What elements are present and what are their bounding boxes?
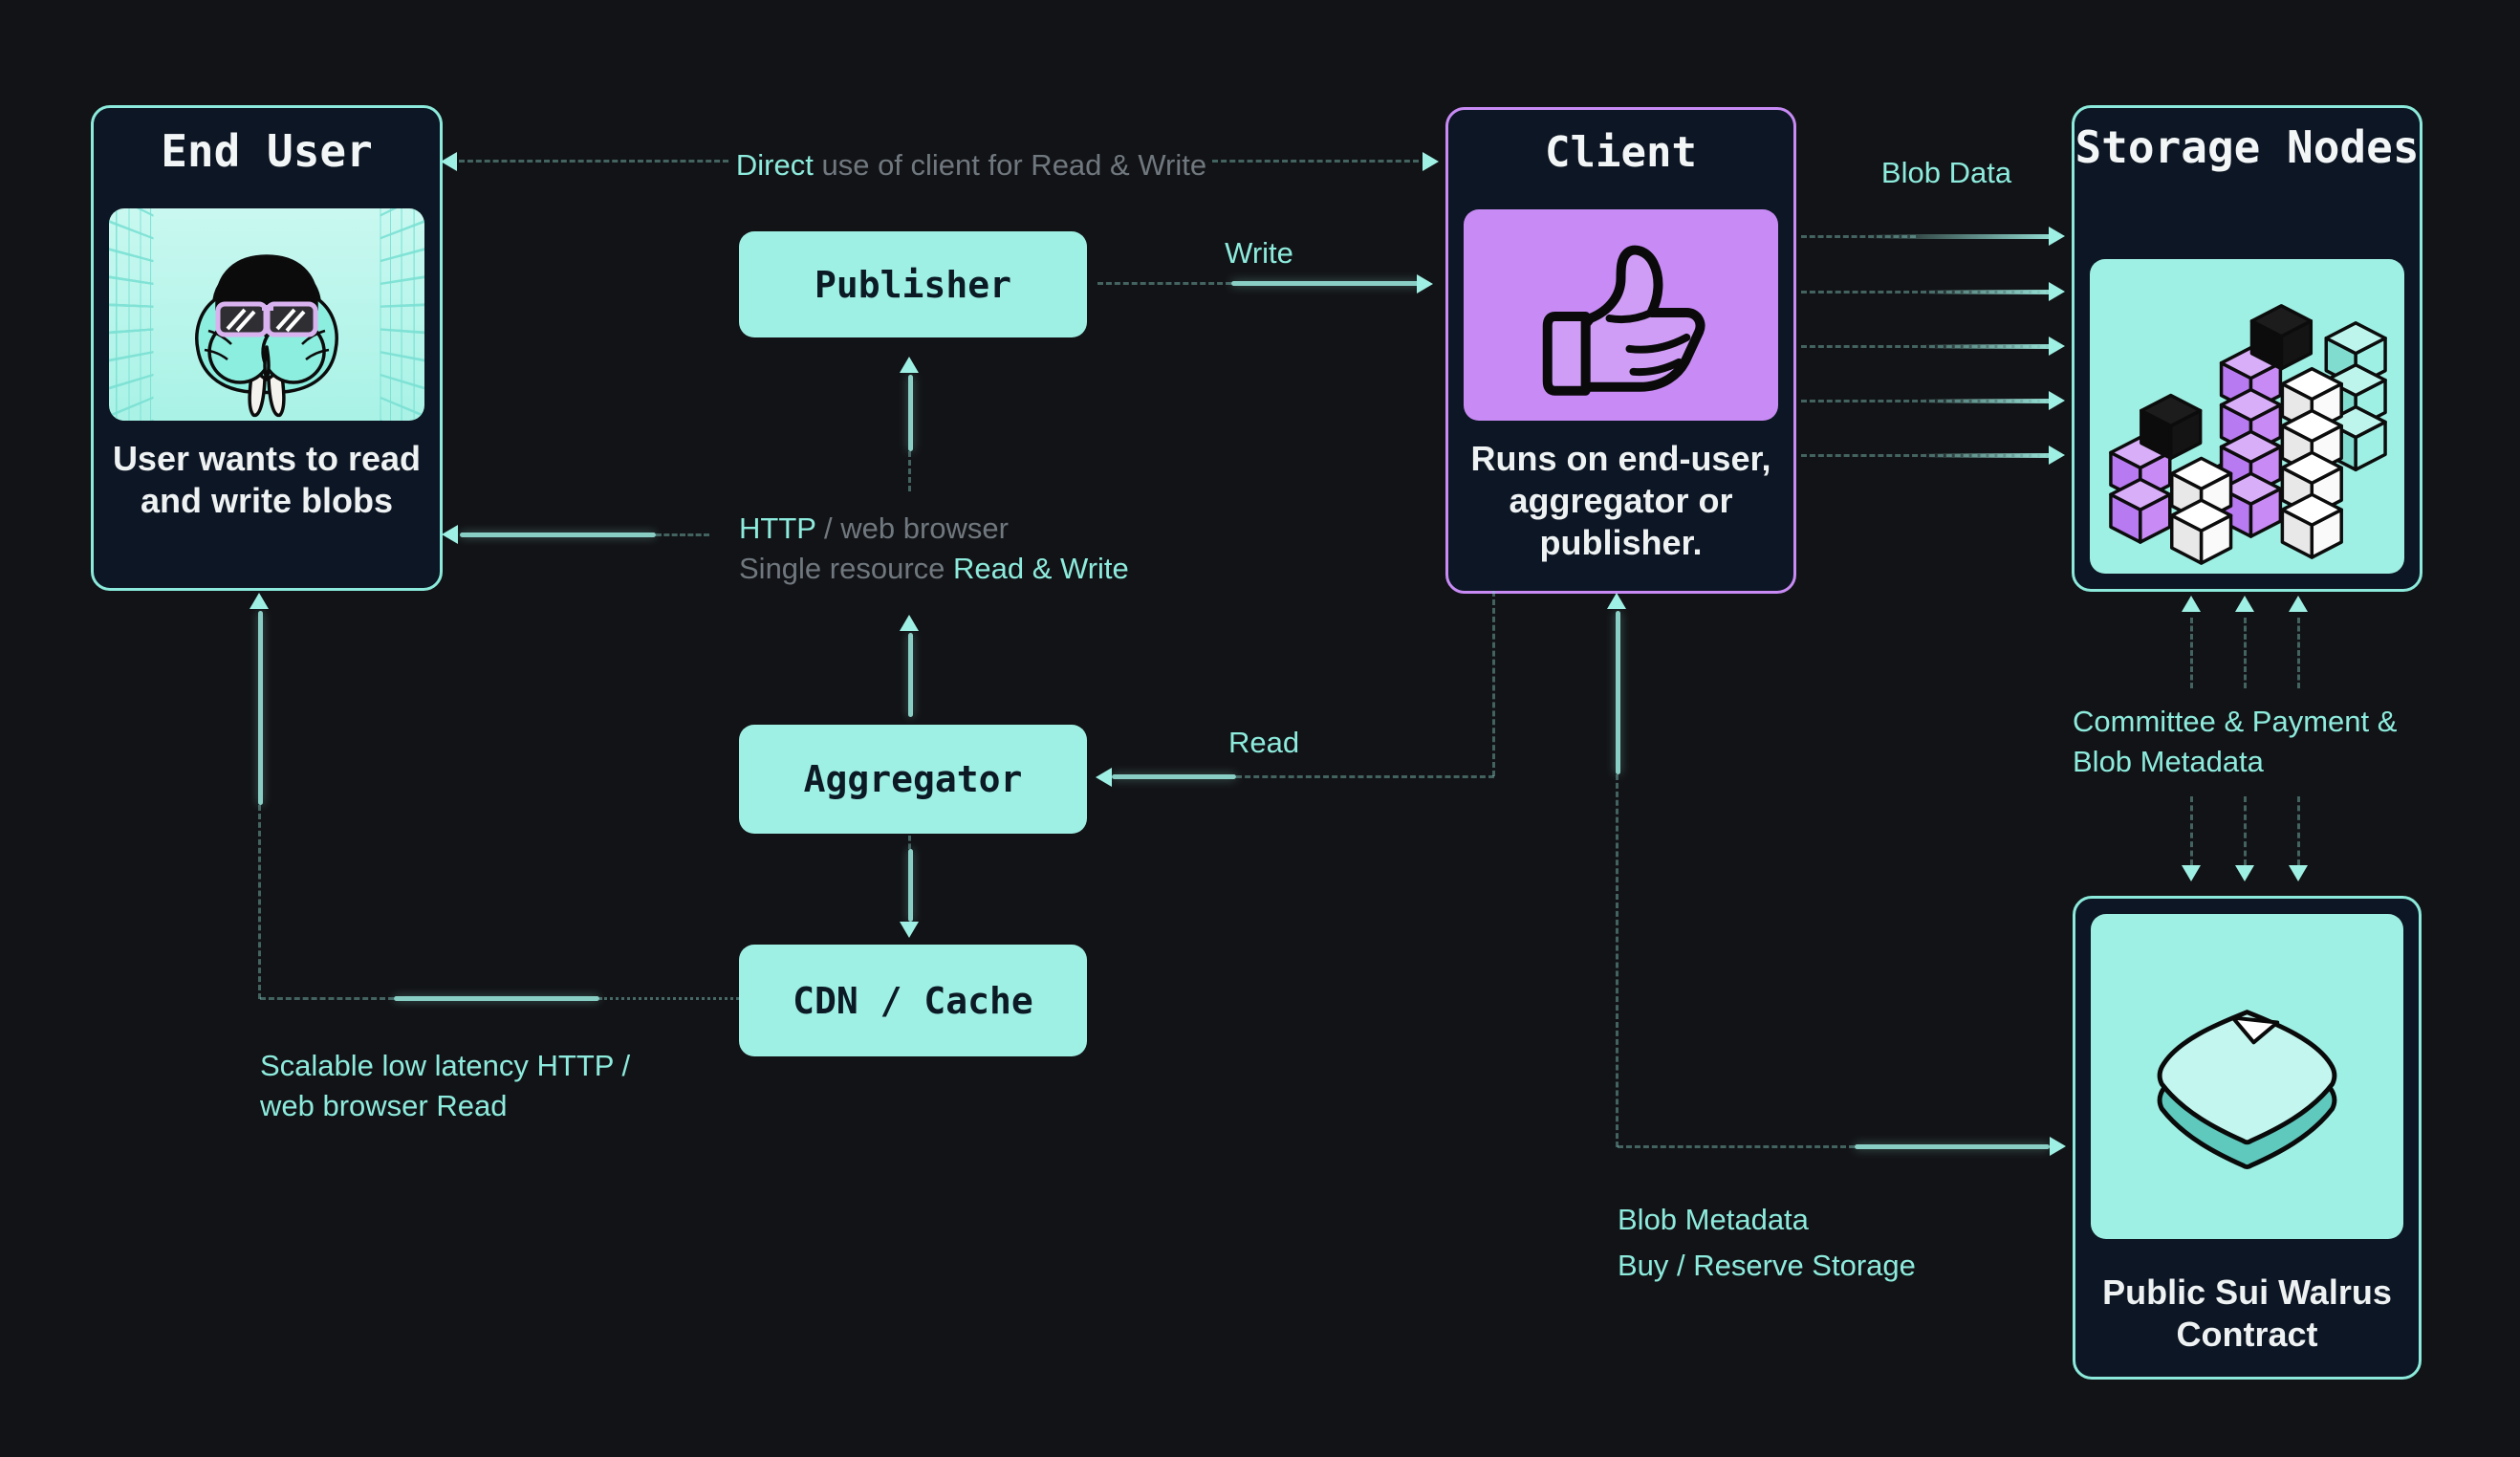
- committee-line-1-top: [2190, 618, 2193, 688]
- blob-data-label: Blob Data: [1880, 156, 2012, 189]
- arrowhead-up-publisher: [900, 357, 919, 373]
- aggregator-label: Aggregator: [803, 758, 1023, 800]
- direct-label: Direct use of client for Read & Write: [735, 148, 1207, 182]
- thumbs-up-illustration: [1464, 209, 1778, 421]
- arrowhead-blob-data-1: [2049, 227, 2065, 246]
- publisher-node: Publisher: [739, 231, 1087, 337]
- aggregator-up-line-solid: [908, 633, 913, 717]
- stacked-papers-illustration: [2091, 914, 2403, 1239]
- direct-line-left: [459, 160, 728, 163]
- write-line-dashed: [1097, 282, 1231, 285]
- sunglasses-icon: [215, 301, 318, 337]
- arrowhead-down-committee-1: [2182, 865, 2201, 881]
- contract-line-dashed: [1618, 1145, 1855, 1148]
- client-caption: Runs on end-user, aggregator or publishe…: [1470, 439, 1771, 562]
- contract-card: Public Sui Walrus Contract: [2073, 896, 2422, 1380]
- end-user-title: End User: [161, 125, 373, 177]
- blob-data-line-2-solid: [1922, 290, 2051, 294]
- aggregator-cdn-line-solid: [908, 849, 913, 922]
- aggregator-publisher-line-solid: [908, 375, 913, 451]
- arrowhead-left-direct: [441, 152, 457, 171]
- cube-stacks-illustration: .t{fill:var(--ct)}.l{fill:var(--cl)}.r{f…: [2090, 259, 2404, 574]
- read-line-dashed: [1236, 775, 1494, 778]
- thumbs-up-icon: [1542, 245, 1705, 396]
- write-label: Write: [1225, 236, 1293, 270]
- blob-data-line-3-solid: [1922, 344, 2051, 349]
- read-label: Read: [1227, 726, 1300, 759]
- arrowhead-blob-data-5: [2049, 446, 2065, 465]
- end-user-card: End User: [91, 105, 443, 591]
- arrowhead-up-committee-1: [2182, 596, 2201, 612]
- http-label: HTTP / web browser Single resource Read …: [739, 511, 1129, 585]
- committee-label: Committee & Payment &Blob Metadata: [2073, 705, 2398, 778]
- client-contract-line-solid: [1616, 611, 1620, 774]
- arrowhead-up-client: [1607, 593, 1626, 609]
- client-title: Client: [1545, 128, 1697, 177]
- end-user-caption: User wants to read and write blobs: [112, 439, 422, 520]
- storage-nodes-card: Storage Nodes .t{fill:var(--ct)}.l{fill:…: [2072, 105, 2422, 592]
- blob-data-line-1: [1801, 235, 1916, 238]
- cdn-end-user-dashed: [260, 997, 394, 1000]
- contract-caption: Public Sui Walrus Contract: [2102, 1272, 2392, 1354]
- cdn-cache-node: CDN / Cache: [739, 945, 1087, 1056]
- arrowhead-up-committee-3: [2289, 596, 2308, 612]
- walrus-illustration: [109, 208, 424, 421]
- committee-line-3-top: [2297, 618, 2300, 688]
- arrowhead-left-http: [442, 525, 458, 544]
- cdn-end-user-dotted: [599, 997, 739, 1000]
- arrowhead-left-read: [1096, 768, 1112, 787]
- client-card: Client Runs on end-user, aggregator or p…: [1445, 107, 1796, 594]
- cube-stacks-icon: .t{fill:var(--ct)}.l{fill:var(--cl)}.r{f…: [2109, 304, 2387, 565]
- walrus-icon: [195, 254, 338, 418]
- arrowhead-right-direct: [1423, 152, 1439, 171]
- arrowhead-right-contract: [2050, 1137, 2066, 1156]
- arrowhead-right-write: [1417, 274, 1433, 294]
- direct-line-right: [1212, 160, 1419, 163]
- write-line-solid: [1231, 281, 1421, 286]
- arrowhead-down-committee-2: [2235, 865, 2254, 881]
- read-line-vertical: [1492, 591, 1495, 776]
- storage-nodes-title: Storage Nodes: [2075, 121, 2420, 173]
- committee-line-2-top: [2244, 618, 2247, 688]
- cdn-cache-label: CDN / Cache: [793, 979, 1033, 1022]
- arrowhead-up-end-user: [250, 593, 269, 609]
- http-line-dashed: [656, 533, 709, 536]
- publisher-label: Publisher: [815, 263, 1011, 306]
- read-line-solid: [1112, 774, 1236, 779]
- stacked-papers-icon: [2157, 1010, 2337, 1170]
- cdn-end-user-solid: [394, 996, 599, 1001]
- end-user-line-dashed: [258, 805, 261, 999]
- arrowhead-blob-data-2: [2049, 282, 2065, 301]
- arrowhead-blob-data-3: [2049, 337, 2065, 356]
- blob-data-line-5-solid: [1922, 453, 2051, 458]
- scalable-label: Scalable low latency HTTP /web browser R…: [260, 1049, 631, 1122]
- committee-line-2-bottom: [2244, 796, 2247, 865]
- aggregator-node: Aggregator: [739, 725, 1087, 834]
- blob-data-line-4-solid: [1922, 399, 2051, 403]
- http-line-solid: [460, 533, 656, 537]
- arrowhead-blob-data-4: [2049, 391, 2065, 410]
- contract-line-solid: [1855, 1144, 2050, 1149]
- client-contract-line-dashed: [1616, 774, 1618, 1147]
- blob-data-line-1-solid: [1864, 234, 2051, 239]
- committee-line-1-bottom: [2190, 796, 2193, 865]
- arrowhead-down-cdn: [900, 922, 919, 938]
- aggregator-cdn-line-dashed: [908, 836, 911, 849]
- arrowhead-up-http: [900, 615, 919, 631]
- end-user-line-solid: [258, 611, 263, 805]
- committee-line-3-bottom: [2297, 796, 2300, 865]
- aggregator-publisher-line-dashed: [908, 451, 911, 491]
- arrowhead-down-committee-3: [2289, 865, 2308, 881]
- arrowhead-up-committee-2: [2235, 596, 2254, 612]
